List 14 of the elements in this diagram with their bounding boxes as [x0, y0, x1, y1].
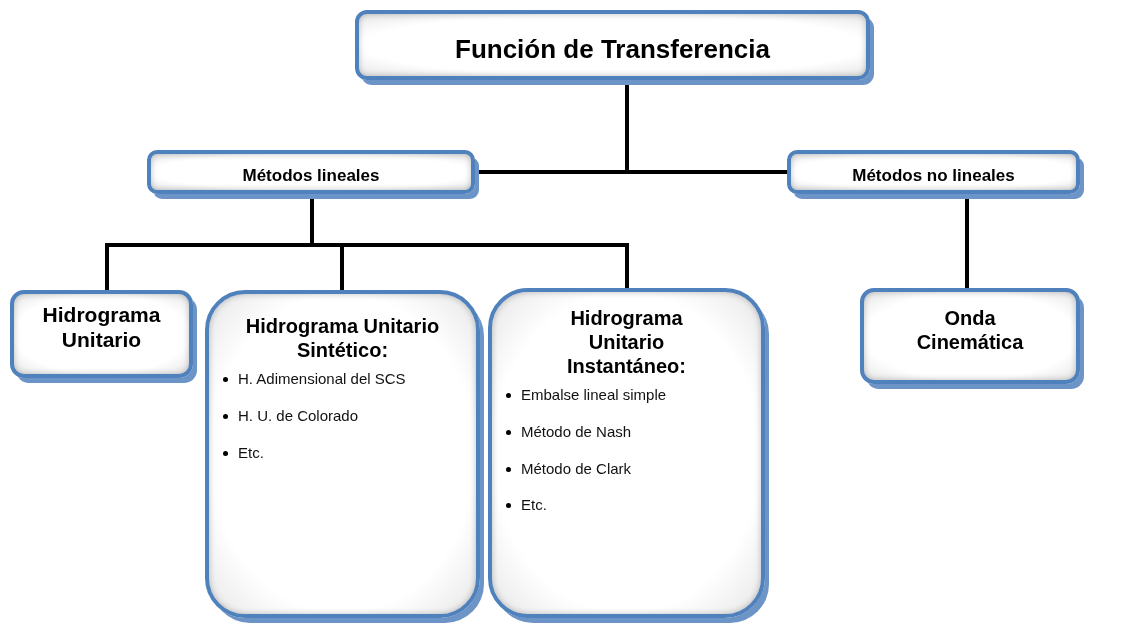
list-item: Embalse lineal simple: [521, 386, 667, 405]
node-title: Función de Transferencia: [454, 34, 771, 66]
node-title: Hidrograma Unitario Sintético:: [244, 314, 441, 362]
node-title: Métodos lineales: [241, 166, 381, 187]
list-item: Método de Clark: [521, 459, 632, 479]
list-item: H. Adimensional del SCS: [238, 370, 406, 389]
node-title: Hidrograma Unitario Instantáneo:: [566, 306, 687, 378]
node-title: Métodos no lineales: [851, 166, 1016, 187]
list-item: Etc.: [521, 496, 547, 515]
list-item: H. U. de Colorado: [238, 406, 359, 426]
list-item: Método de Nash: [521, 422, 632, 442]
node-title: Hidrograma Unitario: [41, 302, 162, 353]
list-item: Etc.: [238, 443, 264, 463]
node-title: Onda Cinemática: [915, 306, 1025, 354]
